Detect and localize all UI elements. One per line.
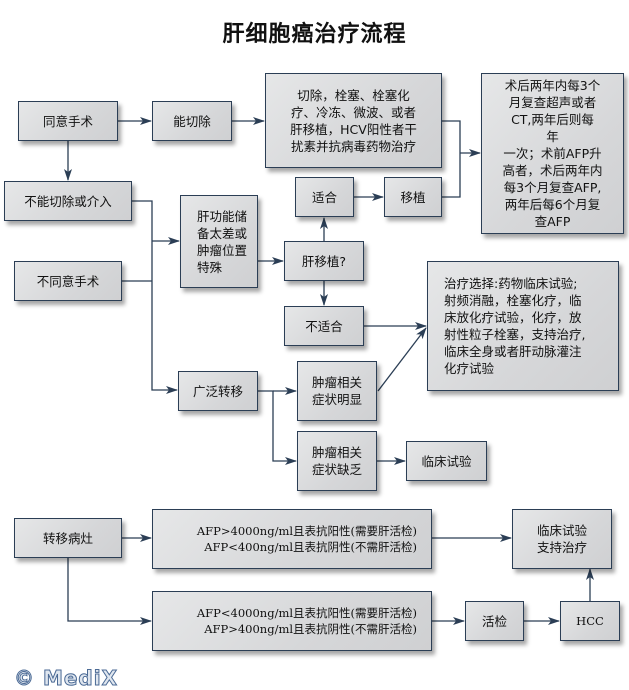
node-liver-transplant-question: 肝移植? <box>284 241 364 281</box>
node-symptoms-absent: 肿瘤相关 症状缺乏 <box>297 431 377 491</box>
node-suitable: 适合 <box>295 177 354 217</box>
node-treatment-options: 切除，栓塞、栓塞化 疗、冷冻、微波、或者 肝移植，HCV阳性者干 扰素并抗病毒药… <box>265 73 442 168</box>
node-trial-support: 临床试验 支持治疗 <box>512 509 612 569</box>
node-transplant: 移植 <box>384 177 442 217</box>
node-resectable: 能切除 <box>152 101 232 141</box>
node-treatment-choice: 治疗选择:药物临床试验; 射频消融，栓塞化疗，临 床放化疗试验，化疗，放 射性粒… <box>427 261 619 391</box>
edge-unresectable-merge <box>132 200 178 394</box>
node-not-suitable: 不适合 <box>284 306 364 346</box>
edge-symptoms-to-choice <box>377 327 427 392</box>
node-widespread-metastasis: 广泛转移 <box>178 371 258 411</box>
node-unresectable: 不能切除或介入 <box>4 181 132 221</box>
node-hcc: HCC <box>560 601 620 641</box>
edge-lesion-to-afp2 <box>67 558 152 625</box>
node-poor-liver-reserve: 肝功能储 备太差或 肿瘤位置 特殊 <box>180 195 258 288</box>
node-agree-surgery: 同意手术 <box>18 101 118 141</box>
node-biopsy: 活检 <box>465 601 524 641</box>
edge-metastasis-split <box>258 390 297 465</box>
node-symptoms-obvious: 肿瘤相关 症状明显 <box>297 361 377 421</box>
node-disagree-surgery: 不同意手术 <box>14 261 122 301</box>
node-afp-case-2: AFP<4000ng/ml且表抗阳性(需要肝活检) AFP>400ng/ml且表… <box>152 591 432 651</box>
node-afp-case-1: AFP>4000ng/ml且表抗阳性(需要肝活检) AFP<400ng/ml且表… <box>152 509 432 569</box>
node-clinical-trial: 临床试验 <box>406 441 487 481</box>
edge-treatment-to-followup <box>442 120 461 198</box>
node-metastatic-lesion: 转移病灶 <box>14 518 122 558</box>
diagram-title: 肝细胞癌治疗流程 <box>222 21 407 47</box>
node-followup: 术后两年内每3个 月复查超声或者 CT,两年后则每 年 一次；术前AFP升 高者… <box>481 73 624 234</box>
medix-watermark-logo: © MediX <box>13 666 119 690</box>
